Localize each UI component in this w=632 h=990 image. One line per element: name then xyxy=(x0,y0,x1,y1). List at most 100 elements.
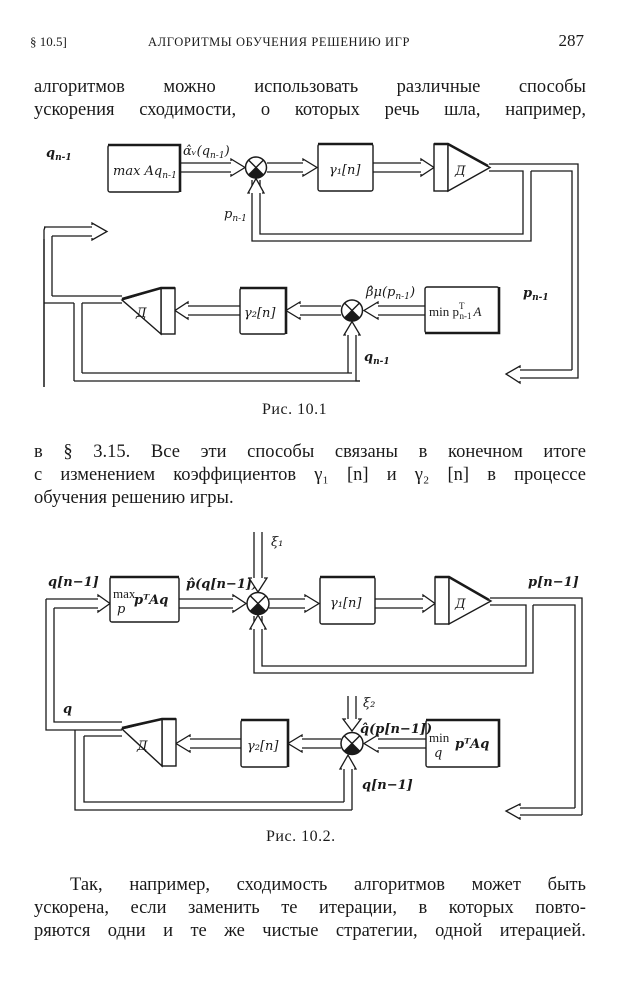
arrow-q-into-bottom-summer xyxy=(342,320,362,336)
arrow-into-top-summer xyxy=(230,157,247,178)
svg-text:max: max xyxy=(113,586,136,601)
figure-10-2-block-diagram: q q[n−1] max p pᵀAq p̂(q[n−1]) ξ₁ γ₁[n] … xyxy=(45,532,583,820)
word: процессе xyxy=(514,465,586,485)
word: например, xyxy=(129,875,211,895)
gamma2-label: γ₂[n] xyxy=(247,739,279,754)
delay-top-label: Д xyxy=(454,164,466,179)
word: способы xyxy=(247,442,315,462)
word: эти xyxy=(200,442,227,462)
chapter-title: АЛГОРИТМЫ ОБУЧЕНИЯ РЕШЕНИЮ ИГР xyxy=(148,35,410,49)
max-block-expression: pᵀAq xyxy=(134,593,168,608)
delay-block-top: Д xyxy=(433,142,492,193)
word: и xyxy=(163,921,174,941)
word: [n] xyxy=(447,465,470,485)
word: те xyxy=(190,921,207,941)
label-xi1: ξ₁ xyxy=(271,535,283,550)
word: ряются xyxy=(34,921,91,941)
word: повто- xyxy=(535,898,586,918)
delay-block-bottom: Д xyxy=(120,286,176,336)
word: которых xyxy=(448,898,514,918)
word: в xyxy=(418,442,428,462)
arrow-into-gamma1 xyxy=(302,157,319,178)
svg-text:min pTn-1A: min pTn-1A xyxy=(429,301,481,321)
word: связаны xyxy=(334,442,398,462)
gamma1-block: γ₁[n] xyxy=(317,142,374,192)
arrow-into-bottom-delay xyxy=(173,300,189,321)
word: же xyxy=(224,921,245,941)
word: с xyxy=(34,465,43,485)
word: изменением xyxy=(60,465,156,485)
svg-text:q: q xyxy=(434,746,442,761)
label-p-output: p[n−1] xyxy=(528,575,579,590)
word: можно xyxy=(163,77,216,97)
arrow-q-into-bottom-summer xyxy=(338,753,358,770)
word: в xyxy=(34,442,43,462)
word: например, xyxy=(505,100,586,120)
summing-junction-bottom xyxy=(340,299,364,322)
word: стратегии, xyxy=(335,921,418,941)
p-feedback-line xyxy=(251,163,579,376)
label-q-input: qn-1 xyxy=(46,146,72,163)
gamma2-block: γ₂[n] xyxy=(239,286,288,335)
word: γ₁ xyxy=(314,465,329,485)
arrow-into-gamma2 xyxy=(286,733,303,754)
summing-junction-top xyxy=(244,156,268,179)
word: конечном xyxy=(448,442,523,462)
word: сходимости, xyxy=(139,100,237,120)
delay-top-label: Д xyxy=(454,597,466,612)
label-q-bottom: q[n−1] xyxy=(362,778,413,793)
summing-junction-top xyxy=(246,591,270,616)
word: коэффициентов xyxy=(173,465,297,485)
word: одни xyxy=(107,921,146,941)
word: которых xyxy=(294,100,360,120)
word: итерацией. xyxy=(499,921,586,941)
max-block: max p pᵀAq xyxy=(109,575,180,623)
svg-text:p: p xyxy=(117,602,126,617)
word: если xyxy=(130,898,167,918)
label-q-bottom: qn-1 xyxy=(364,350,390,367)
gamma1-label: γ₁[n] xyxy=(329,163,361,178)
label-beta-output: β̂μ(pn-1) xyxy=(365,285,415,302)
arrow-into-gamma2 xyxy=(284,300,301,321)
running-head: § 10.5] АЛГОРИТМЫ ОБУЧЕНИЯ РЕШЕНИЮ ИГР 2… xyxy=(30,31,590,54)
word: γ₂ xyxy=(414,465,430,485)
word: о xyxy=(260,100,271,120)
svg-text:max Aqn-1: max Aqn-1 xyxy=(113,164,177,181)
min-block: min q pᵀAq xyxy=(425,718,501,768)
label-xi2: ξ₂ xyxy=(363,696,375,711)
q-feedback-line xyxy=(45,598,352,811)
max-block: max Aqn-1 xyxy=(107,143,182,193)
word: в xyxy=(418,898,428,918)
label-alpha-output: α̂ᵥ(qn-1) xyxy=(183,144,230,161)
word: Так, xyxy=(70,875,103,895)
word: в xyxy=(487,465,496,485)
page-number: 287 xyxy=(558,31,585,50)
q-feedback-line xyxy=(43,226,360,387)
word: быть xyxy=(547,875,586,895)
svg-text:min: min xyxy=(429,730,450,745)
arrow-feedback-into-top-summer xyxy=(248,613,268,630)
word: и xyxy=(386,465,397,485)
arrow-into-top-delay xyxy=(422,593,437,614)
delay-block-bottom: Д xyxy=(120,717,177,768)
word: алгоритмов xyxy=(354,875,445,895)
max-block-label: max Aq xyxy=(113,164,162,179)
arrow-xi2-into-summer xyxy=(341,718,363,733)
word: итерации, xyxy=(318,898,397,918)
arrow-into-bottom-summer xyxy=(362,300,379,321)
gamma2-block: γ₂[n] xyxy=(240,718,290,768)
word: итоге xyxy=(543,442,586,462)
arrow-into-max-block xyxy=(97,593,112,614)
label-q-left: q xyxy=(63,702,72,717)
text-line: обучения решению игры. xyxy=(34,488,234,508)
word: ускорена, xyxy=(34,898,109,918)
